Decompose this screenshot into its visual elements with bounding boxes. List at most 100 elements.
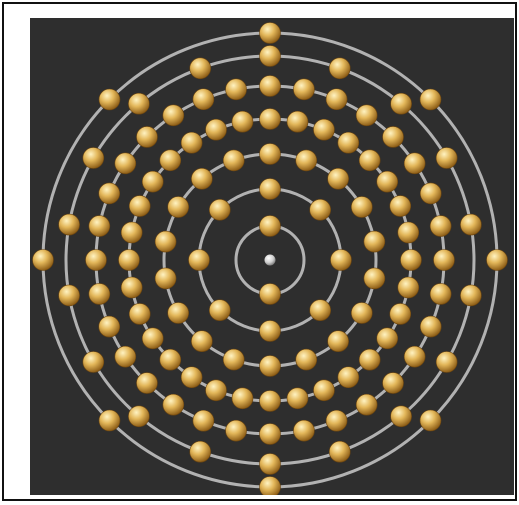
electron-shell-4 — [206, 380, 227, 401]
electron-shell-3 — [328, 168, 349, 189]
electron-shell-7 — [99, 89, 120, 110]
electron-shell-3 — [168, 303, 189, 324]
electron-shell-6 — [329, 58, 350, 79]
electron-shell-5 — [420, 316, 441, 337]
electron-shell-6 — [190, 58, 211, 79]
electron-shell-4 — [142, 328, 163, 349]
electron-shell-4 — [398, 222, 419, 243]
electron-shell-2 — [310, 300, 331, 321]
electron-shell-4 — [119, 250, 140, 271]
electron-shell-5 — [326, 89, 347, 110]
electron-shell-5 — [293, 79, 314, 100]
electron-shell-6 — [460, 214, 481, 235]
electron-shell-5 — [226, 79, 247, 100]
electron-shell-5 — [136, 126, 157, 147]
electron-shell-7 — [260, 23, 281, 44]
electron-shell-4 — [359, 150, 380, 171]
electron-shell-5 — [89, 216, 110, 237]
electron-shell-6 — [436, 148, 457, 169]
electron-shell-3 — [364, 268, 385, 289]
electron-shell-4 — [232, 111, 253, 132]
electron-shell-4 — [338, 367, 359, 388]
electron-shell-3 — [168, 197, 189, 218]
electron-shell-2 — [209, 199, 230, 220]
electron-shell-5 — [260, 76, 281, 97]
electron-shell-3 — [260, 144, 281, 165]
electron-shell-4 — [160, 349, 181, 370]
electron-shell-3 — [191, 331, 212, 352]
electron-shell-4 — [287, 388, 308, 409]
electron-shell-6 — [260, 46, 281, 67]
electron-shell-6 — [128, 406, 149, 427]
electron-shell-5 — [420, 183, 441, 204]
electron-shell-4 — [287, 111, 308, 132]
electron-shell-4 — [390, 196, 411, 217]
electron-shell-6 — [391, 93, 412, 114]
electron-shell-6 — [83, 148, 104, 169]
electron-shell-5 — [430, 283, 451, 304]
electron-shell-2 — [260, 321, 281, 342]
electron-shell-4 — [313, 380, 334, 401]
electron-shell-5 — [383, 373, 404, 394]
electron-shell-5 — [115, 153, 136, 174]
electron-shell-4 — [121, 222, 142, 243]
electron-shell-4 — [260, 109, 281, 130]
electron-shell-3 — [191, 168, 212, 189]
electron-shell-4 — [232, 388, 253, 409]
electron-shell-4 — [398, 277, 419, 298]
nucleus — [265, 255, 276, 266]
electron-shell-5 — [326, 410, 347, 431]
electron-shell-4 — [338, 132, 359, 153]
electron-shell-5 — [356, 105, 377, 126]
electron-shell-4 — [260, 391, 281, 412]
electron-shell-5 — [260, 424, 281, 445]
electron-shell-2 — [260, 179, 281, 200]
electron-shell-3 — [223, 349, 244, 370]
electron-shell-3 — [155, 231, 176, 252]
electron-shell-3 — [351, 197, 372, 218]
electron-shell-3 — [351, 303, 372, 324]
electron-shell-7 — [33, 250, 54, 271]
electron-shell-7 — [487, 250, 508, 271]
electron-shell-7 — [420, 89, 441, 110]
electron-shell-4 — [377, 328, 398, 349]
electron-shell-6 — [329, 441, 350, 462]
electron-shell-4 — [129, 196, 150, 217]
electron-shell-4 — [129, 303, 150, 324]
electron-shell-4 — [160, 150, 181, 171]
electron-shell-7 — [99, 410, 120, 431]
electron-shell-4 — [181, 132, 202, 153]
electron-shell-5 — [226, 420, 247, 441]
electron-shell-5 — [115, 346, 136, 367]
electron-shell-2 — [331, 250, 352, 271]
electron-shell-5 — [293, 420, 314, 441]
electron-shell-1 — [260, 284, 281, 305]
electron-shell-5 — [86, 250, 107, 271]
electron-shell-4 — [377, 171, 398, 192]
electron-shell-5 — [136, 373, 157, 394]
electron-shell-7 — [260, 477, 281, 496]
electron-shell-5 — [404, 153, 425, 174]
electron-shell-5 — [356, 394, 377, 415]
electron-shell-6 — [391, 406, 412, 427]
electron-shell-5 — [193, 410, 214, 431]
electron-shell-5 — [163, 394, 184, 415]
electron-shell-5 — [383, 126, 404, 147]
electron-shell-4 — [390, 303, 411, 324]
electron-shell-4 — [142, 171, 163, 192]
electron-shell-3 — [223, 150, 244, 171]
electron-shell-6 — [128, 93, 149, 114]
electron-shell-5 — [404, 346, 425, 367]
electron-shell-4 — [401, 250, 422, 271]
electron-shell-diagram — [30, 18, 514, 495]
electron-shell-6 — [59, 214, 80, 235]
electron-shell-4 — [181, 367, 202, 388]
electron-shell-5 — [89, 283, 110, 304]
electron-shell-3 — [155, 268, 176, 289]
electron-shell-6 — [83, 352, 104, 373]
electron-shell-3 — [296, 150, 317, 171]
electron-shell-4 — [359, 349, 380, 370]
electron-shell-6 — [59, 285, 80, 306]
electron-shell-4 — [206, 119, 227, 140]
